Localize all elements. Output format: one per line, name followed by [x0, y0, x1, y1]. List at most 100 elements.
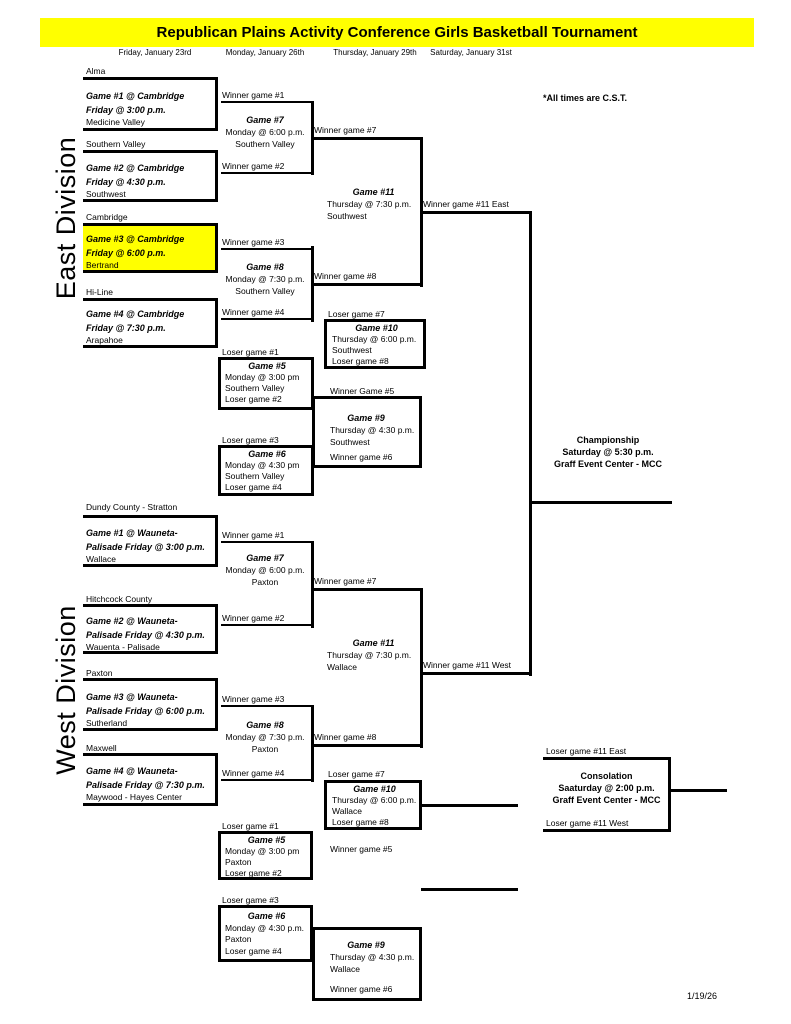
consolation-right-line [668, 757, 671, 832]
east-game1-bottom-team: Medicine Valley [86, 117, 145, 127]
championship-title: Championship [576, 435, 640, 445]
east-game1-top-team: Alma [86, 66, 106, 76]
east-game11-site: Southwest [327, 211, 367, 221]
west-game5-site: Paxton [225, 857, 252, 867]
west-game1-top-team: Dundy County - Stratton [86, 502, 178, 512]
west-winner-game7-line: Winner game #7 [311, 575, 423, 591]
east-game11-when: Thursday @ 7:30 p.m. [327, 199, 412, 209]
west-game2-box: Game #2 @ Wauneta- Palisade Friday @ 4:3… [83, 604, 218, 654]
west-game5-box: Game #5 Monday @ 3:00 pm Paxton Loser ga… [218, 831, 313, 880]
east-game10-box: Game #10 Thursday @ 6:00 p.m. Southwest … [324, 319, 426, 369]
east-game7-when: Monday @ 6:00 p.m. [225, 127, 305, 137]
date-column-thursday: Thursday, January 29th [333, 48, 417, 57]
date-column-friday: Friday, January 23rd [118, 48, 192, 57]
title-banner: Republican Plains Activity Conference Gi… [40, 18, 754, 47]
east-game5-feed-top: Loser game #1 [222, 347, 279, 357]
east-game9-site: Southwest [330, 437, 370, 447]
east-game7-name: Game #7 [246, 115, 284, 125]
west-game8-info: Game #8 Monday @ 7:30 p.m. Paxton [219, 719, 311, 755]
footer-date: 1/19/26 [687, 991, 718, 1001]
west-game6-site: Paxton [225, 934, 252, 944]
consolation-bottom-line [543, 829, 671, 832]
east-game10-name: Game #10 [355, 323, 398, 333]
east-game11-name: Game #11 [352, 187, 395, 197]
west-game1-info-line1: Game #1 @ Wauneta- [86, 528, 178, 538]
west-game7-site: Paxton [251, 577, 279, 587]
west-game6-feed-bottom: Loser game #4 [225, 945, 282, 956]
west-winner-game1-line: Winner game #1 [221, 529, 312, 543]
east-game7-info: Game #7 Monday @ 6:00 p.m. Southern Vall… [219, 114, 311, 150]
west-game3-bottom-team: Sutherland [86, 718, 128, 728]
consolation-feed-top: Loser game #11 East [546, 746, 627, 756]
consolation-when: Saaturday @ 2:00 p.m. [558, 783, 655, 793]
consolation-title: Consolation [580, 771, 633, 781]
east-game8-name: Game #8 [246, 262, 284, 272]
east-winner-game3-line: Winner game #3 [221, 236, 312, 250]
west-game8-name: Game #8 [246, 720, 284, 730]
west-winner-game11-line: Winner game #11 West [420, 659, 532, 675]
east-winner-game7-line: Winner game #7 [311, 124, 423, 140]
east-game3-box-highlighted: Game #3 @ Cambridge Friday @ 6:00 p.m. B… [83, 223, 218, 273]
east-game2-bottom-team: Southwest [86, 189, 126, 199]
west-game6-box: Game #6 Monday @ 4:30 p.m. Paxton Loser … [218, 905, 313, 962]
east-game11-info: Game #11 Thursday @ 7:30 p.m. Southwest [327, 186, 420, 222]
west-game7-name: Game #7 [246, 553, 284, 563]
west-winner-game4-line: Winner game #4 [221, 767, 312, 781]
west-game4-bottom-team: Maywood - Hayes Center [86, 792, 182, 802]
west-game7-when: Monday @ 6:00 p.m. [225, 565, 305, 575]
east-winner-game11-line: Winner game #11 East [420, 198, 532, 214]
west-game9-when: Thursday @ 4:30 p.m. [330, 952, 415, 962]
west-game5-when: Monday @ 3:00 pm [225, 846, 300, 856]
east-game9-when: Thursday @ 4:30 p.m. [330, 425, 415, 435]
east-game3-bottom-team: Bertrand [86, 260, 119, 270]
west-game1-box: Game #1 @ Wauneta- Palisade Friday @ 3:0… [83, 515, 218, 567]
west-game10-winner-line [421, 804, 518, 807]
east-game5-site: Southern Valley [225, 383, 285, 393]
east-game9-feed-bottom: Winner game #6 [330, 452, 393, 462]
east-game5-name: Game #5 [248, 361, 286, 371]
west-game9-name: Game #9 [347, 940, 385, 950]
west-game11-name: Game #11 [352, 638, 395, 648]
west-game8-when: Monday @ 7:30 p.m. [225, 732, 305, 742]
east-game4-bottom-team: Arapahoe [86, 335, 123, 345]
west-game11-info: Game #11 Thursday @ 7:30 p.m. Wallace [327, 637, 420, 673]
east-game5-box: Game #5 Monday @ 3:00 pm Southern Valley… [218, 357, 314, 410]
east-game1-info-line2: Friday @ 3:00 p.m. [86, 104, 166, 115]
championship-info: Championship Saturday @ 5:30 p.m. Graff … [542, 434, 674, 470]
east-game10-when: Thursday @ 6:00 p.m. [332, 334, 417, 344]
west-game6-name: Game #6 [247, 911, 286, 921]
west-game10-box: Game #10 Thursday @ 6:00 p.m. Wallace Lo… [324, 780, 422, 830]
west-game10-name: Game #10 [353, 784, 396, 794]
east-game3-top-team: Cambridge [86, 212, 128, 222]
east-winner-game8-line: Winner game #8 [311, 270, 423, 286]
west-division-label: West Division [51, 605, 81, 775]
west-game3-top-team: Paxton [86, 668, 113, 678]
east-game10-site: Southwest [332, 345, 372, 355]
east-game6-box: Game #6 Monday @ 4:30 pm Southern Valley… [218, 445, 314, 496]
east-game1-info-line1: Game #1 @ Cambridge [86, 91, 185, 101]
east-game6-name: Game #6 [248, 449, 286, 459]
west-game10-site: Wallace [332, 806, 362, 816]
east-winner-game4-line: Winner game #4 [221, 306, 312, 320]
east-game8-when: Monday @ 7:30 p.m. [225, 274, 305, 284]
east-winner-game2-line: Winner game #2 [221, 160, 312, 174]
west-game10-when: Thursday @ 6:00 p.m. [332, 795, 417, 805]
west-game9-site: Wallace [330, 964, 360, 974]
west-game2-bottom-team: Wauenta - Palisade [86, 642, 160, 652]
championship-winner-line [531, 501, 672, 504]
west-game10-feed-bottom: Loser game #8 [332, 817, 389, 827]
east-game4-info-line2: Friday @ 7:30 p.m. [86, 322, 166, 333]
west-game4-info-line1: Game #4 @ Wauneta- [86, 766, 178, 776]
west-game6-when: Monday @ 4:30 p.m. [225, 922, 305, 933]
east-division-label: East Division [51, 136, 81, 300]
date-column-monday: Monday, January 26th [225, 48, 305, 57]
times-note: *All times are C.S.T. [543, 93, 628, 103]
west-winner-game3-line: Winner game #3 [221, 693, 312, 707]
east-game8-info: Game #8 Monday @ 7:30 p.m. Southern Vall… [219, 261, 311, 297]
east-game10-feed-top: Loser game #7 [328, 309, 385, 319]
championship-bracket-line [529, 211, 532, 676]
east-game7-site: Southern Valley [235, 139, 295, 149]
west-game5-name: Game #5 [247, 835, 286, 845]
east-game1-box: Game #1 @ Cambridge Friday @ 3:00 p.m. M… [83, 77, 218, 131]
